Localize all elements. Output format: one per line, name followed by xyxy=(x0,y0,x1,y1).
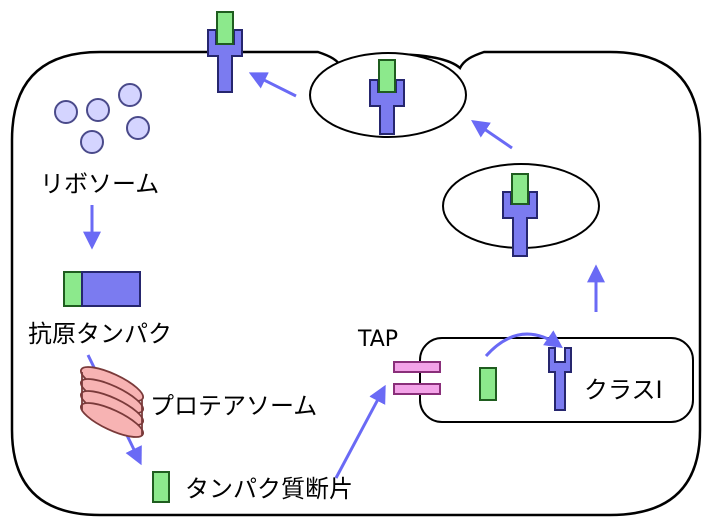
arrow-vesicle-to-surface xyxy=(471,119,513,150)
tap-label: TAP xyxy=(357,327,398,352)
antigen-protein-label: 抗原タンパク xyxy=(28,320,172,348)
ribosome-label: リボソーム xyxy=(40,170,159,198)
antigen-protein-icon xyxy=(63,271,141,307)
arrow-peptide-to-mhc xyxy=(484,330,563,358)
peptide-fragment-label: タンパク質断片 xyxy=(185,475,353,503)
mhc-class-one-icon xyxy=(548,347,572,411)
er-peptide-icon xyxy=(479,367,497,401)
mhc-peptide-complex-icon xyxy=(502,173,538,257)
proteasome-icon xyxy=(79,366,145,438)
arrow-to-membrane xyxy=(248,72,297,98)
proteasome-label: プロテアソーム xyxy=(150,392,317,420)
arrow-fragment-to-tap xyxy=(334,384,386,479)
ribosome-icon xyxy=(54,83,150,154)
class-one-label: クラスⅠ xyxy=(584,376,663,404)
mhc-surface-icon xyxy=(207,11,243,93)
mhc-peptide-complex-icon xyxy=(369,59,405,135)
tap-icon xyxy=(393,361,441,395)
peptide-fragment-icon xyxy=(152,471,170,503)
